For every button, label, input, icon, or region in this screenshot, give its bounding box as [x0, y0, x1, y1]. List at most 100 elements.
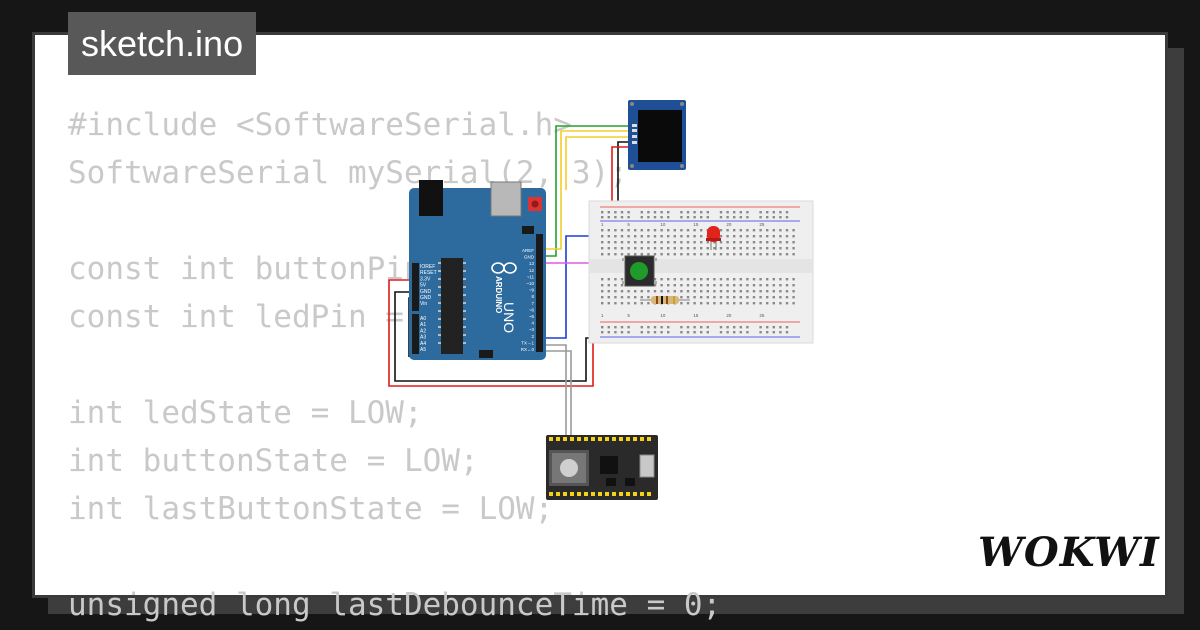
arduino-digital-header: [536, 234, 543, 352]
breadboard-column-number: 25: [759, 222, 765, 227]
breadboard-hole: [779, 253, 782, 256]
breadboard-hole: [607, 326, 610, 329]
breadboard-hole: [739, 247, 742, 250]
breadboard-hole: [772, 235, 775, 238]
breadboard-hole: [680, 247, 683, 250]
breadboard-hole: [640, 326, 643, 329]
breadboard-hole: [766, 302, 769, 305]
breadboard-hole: [660, 284, 663, 287]
breadboard-hole: [693, 216, 696, 219]
breadboard-hole: [739, 229, 742, 232]
breadboard-hole: [700, 326, 703, 329]
breadboard-hole: [792, 253, 795, 256]
breadboard-hole: [759, 296, 762, 299]
breadboard-hole: [601, 253, 604, 256]
breadboard-hole: [733, 326, 736, 329]
breadboard-hole: [647, 247, 650, 250]
breadboard-hole: [713, 302, 716, 305]
breadboard-hole: [673, 278, 676, 281]
oled-display[interactable]: [628, 100, 686, 170]
breadboard-hole: [614, 235, 617, 238]
breadboard-hole: [700, 296, 703, 299]
resistor[interactable]: [640, 296, 690, 304]
breadboard-hole: [601, 278, 604, 281]
breadboard-hole: [726, 331, 729, 334]
breadboard-hole: [686, 247, 690, 250]
breadboard-hole: [607, 331, 610, 334]
breadboard-hole: [660, 326, 663, 329]
red-led[interactable]: [706, 226, 721, 250]
breadboard-hole: [785, 247, 789, 250]
breadboard-hole: [785, 253, 789, 256]
breadboard-hole: [700, 211, 703, 214]
breadboard-hole: [693, 326, 696, 329]
arduino-digital-pin-label: 8: [531, 294, 534, 299]
breadboard-hole: [627, 296, 630, 299]
breadboard-hole: [686, 331, 690, 334]
breadboard-hole: [726, 211, 729, 214]
breadboard-column-number: 15: [693, 313, 699, 318]
breadboard-hole: [647, 229, 650, 232]
breadboard-hole: [733, 290, 736, 293]
breadboard-hole: [706, 331, 709, 334]
breadboard-hole: [719, 229, 723, 232]
breadboard-hole: [620, 216, 624, 219]
breadboard-hole: [660, 331, 663, 334]
breadboard-hole: [653, 229, 657, 232]
breadboard-hole: [713, 241, 716, 244]
breadboard-hole: [719, 302, 723, 305]
breadboard-hole: [693, 247, 696, 250]
breadboard-hole: [634, 235, 637, 238]
breadboard-hole: [627, 331, 630, 334]
breadboard-hole: [772, 326, 775, 329]
breadboard-column-number: 20: [726, 313, 732, 318]
breadboard-hole: [627, 247, 630, 250]
breadboard-hole: [746, 216, 749, 219]
breadboard-hole: [719, 247, 723, 250]
breadboard-hole: [779, 229, 782, 232]
breadboard-hole: [660, 216, 663, 219]
breadboard-hole: [713, 296, 716, 299]
breadboard-column-number: 25: [759, 313, 765, 318]
breadboard-hole: [601, 326, 604, 329]
breadboard-hole: [601, 241, 604, 244]
breadboard-hole: [733, 284, 736, 287]
esp32-pin: [612, 437, 616, 441]
breadboard-hole: [785, 278, 789, 281]
breadboard-hole: [614, 247, 617, 250]
breadboard-hole: [713, 278, 716, 281]
breadboard-hole: [607, 253, 610, 256]
breadboard-hole: [660, 253, 663, 256]
esp32-pin: [584, 437, 588, 441]
breadboard-hole: [660, 229, 663, 232]
breadboard-hole: [726, 241, 729, 244]
breadboard-hole: [634, 253, 637, 256]
breadboard-hole: [693, 211, 696, 214]
breadboard-hole: [614, 211, 617, 214]
esp32-board[interactable]: [546, 435, 658, 500]
arduino-analog-pin-label: A0: [420, 316, 426, 322]
breadboard-hole: [653, 253, 657, 256]
breadboard-hole: [634, 302, 637, 305]
breadboard-hole: [680, 296, 683, 299]
breadboard-hole: [660, 235, 663, 238]
esp32-pin: [605, 437, 609, 441]
breadboard-hole: [766, 296, 769, 299]
breadboard-hole: [680, 290, 683, 293]
esp32-pin: [584, 492, 588, 496]
breadboard-hole: [752, 296, 756, 299]
breadboard-hole: [739, 211, 742, 214]
breadboard-hole: [667, 326, 670, 329]
breadboard-hole: [647, 216, 650, 219]
arduino-uno[interactable]: ARDUINO UNO IOREFRESET3.3V5VGNDGNDVinA0A…: [409, 180, 546, 360]
pushbutton[interactable]: [622, 255, 657, 287]
file-name-tag: sketch.ino: [68, 12, 257, 75]
breadboard-hole: [772, 253, 775, 256]
breadboard-hole: [713, 253, 716, 256]
breadboard-hole: [627, 326, 630, 329]
arduino-barrel-jack: [419, 180, 443, 216]
arduino-analog-pin-label: A1: [420, 322, 426, 328]
breadboard-hole: [601, 247, 604, 250]
